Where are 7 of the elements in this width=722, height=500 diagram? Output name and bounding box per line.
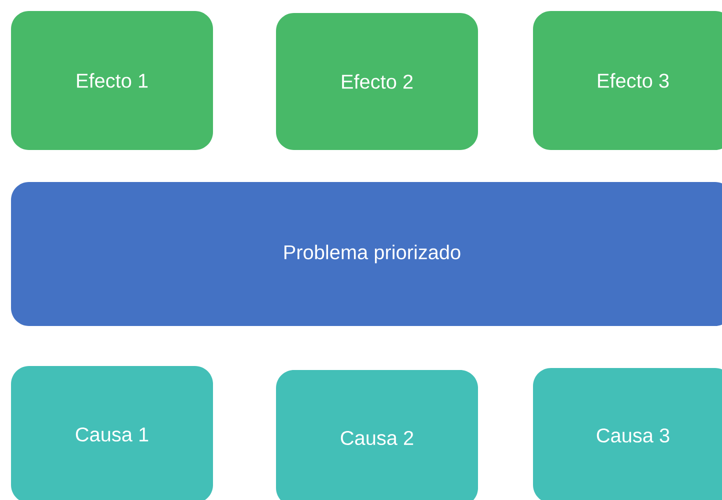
effect-box: Efecto 3	[533, 11, 722, 150]
cause-box: Causa 1	[11, 366, 213, 500]
problem-band: Problema priorizado	[11, 182, 722, 326]
cause-box: Causa 3	[533, 368, 722, 500]
cause-box: Causa 2	[276, 370, 478, 500]
effect-box: Efecto 1	[11, 11, 213, 150]
effect-box: Efecto 2	[276, 13, 478, 150]
